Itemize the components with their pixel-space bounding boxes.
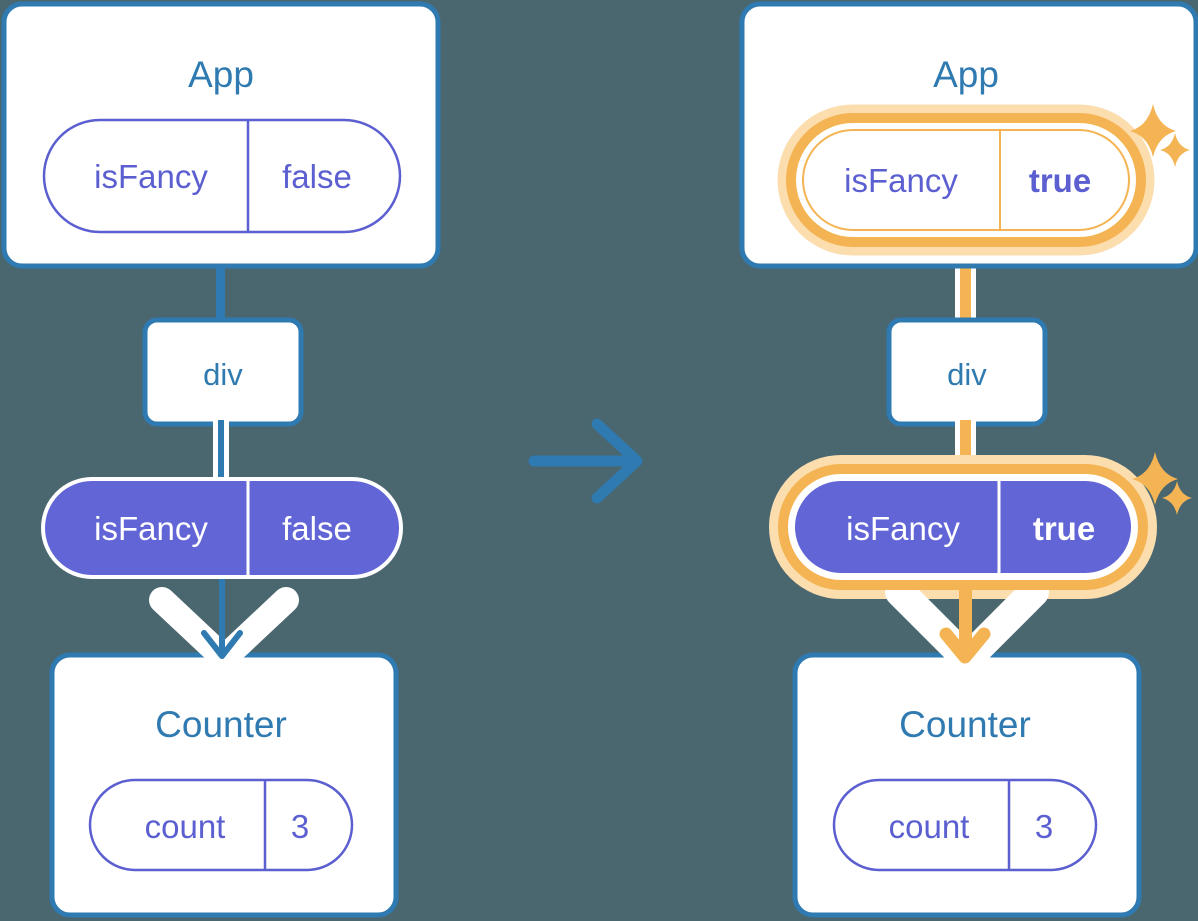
- after-div-node[interactable]: div: [886, 317, 1048, 427]
- after-counter-state-pill-key: count: [889, 808, 970, 845]
- before-app-state-pill[interactable]: isFancy false: [42, 118, 402, 234]
- before-div-node[interactable]: div: [142, 317, 304, 427]
- before-arrow-props-to-counter: [201, 565, 243, 659]
- after-div-node-label: div: [947, 357, 987, 392]
- after-app-state-pill[interactable]: isFancy true: [786, 113, 1146, 247]
- after-counter-state-pill[interactable]: count 3: [832, 778, 1098, 872]
- before-app-state-pill-key: isFancy: [94, 158, 208, 195]
- after-counter-card-title: Counter: [899, 704, 1031, 745]
- after-app-sparkle-large-icon: [1130, 104, 1176, 157]
- after-props-pill-value: true: [1033, 510, 1095, 547]
- after-counter-state-pill-body: [832, 778, 1098, 872]
- after-props-sparkle-small-icon: [1162, 481, 1192, 515]
- after-props-pill-key: isFancy: [846, 510, 960, 547]
- after-app-sparkle-small-icon: [1160, 133, 1190, 167]
- after-app-card-title: App: [933, 54, 999, 95]
- after-app-state-pill-value: true: [1029, 162, 1091, 199]
- before-connector-div-to-props: [218, 420, 224, 492]
- left-connector-app-to-div: [216, 262, 225, 332]
- after-app-state-pill-key: isFancy: [844, 162, 958, 199]
- after-props-pill[interactable]: isFancy true: [778, 464, 1148, 590]
- before-props-pill-key: isFancy: [94, 510, 208, 547]
- before-props-pill-body: [45, 481, 399, 575]
- before-props-pill[interactable]: isFancy false: [41, 477, 403, 579]
- after-props-pill-body: [795, 481, 1131, 573]
- after-props-sparkle-large-icon: [1132, 452, 1178, 505]
- before-counter-card-title: Counter: [155, 704, 287, 745]
- before-counter-state-pill[interactable]: count 3: [88, 778, 354, 872]
- before-counter-state-pill-body: [88, 778, 354, 872]
- before-app-state-pill-value: false: [282, 158, 352, 195]
- before-div-node-label: div: [203, 357, 243, 392]
- transition-arrow-icon: [528, 418, 643, 504]
- after-app-state-pill-body: [802, 129, 1130, 231]
- before-app-card-title: App: [188, 54, 254, 95]
- after-counter-state-pill-value: 3: [1035, 808, 1053, 845]
- before-counter-state-pill-key: count: [145, 808, 226, 845]
- before-props-pill-value: false: [282, 510, 352, 547]
- before-counter-state-pill-value: 3: [291, 808, 309, 845]
- before-app-state-pill-body: [42, 118, 402, 234]
